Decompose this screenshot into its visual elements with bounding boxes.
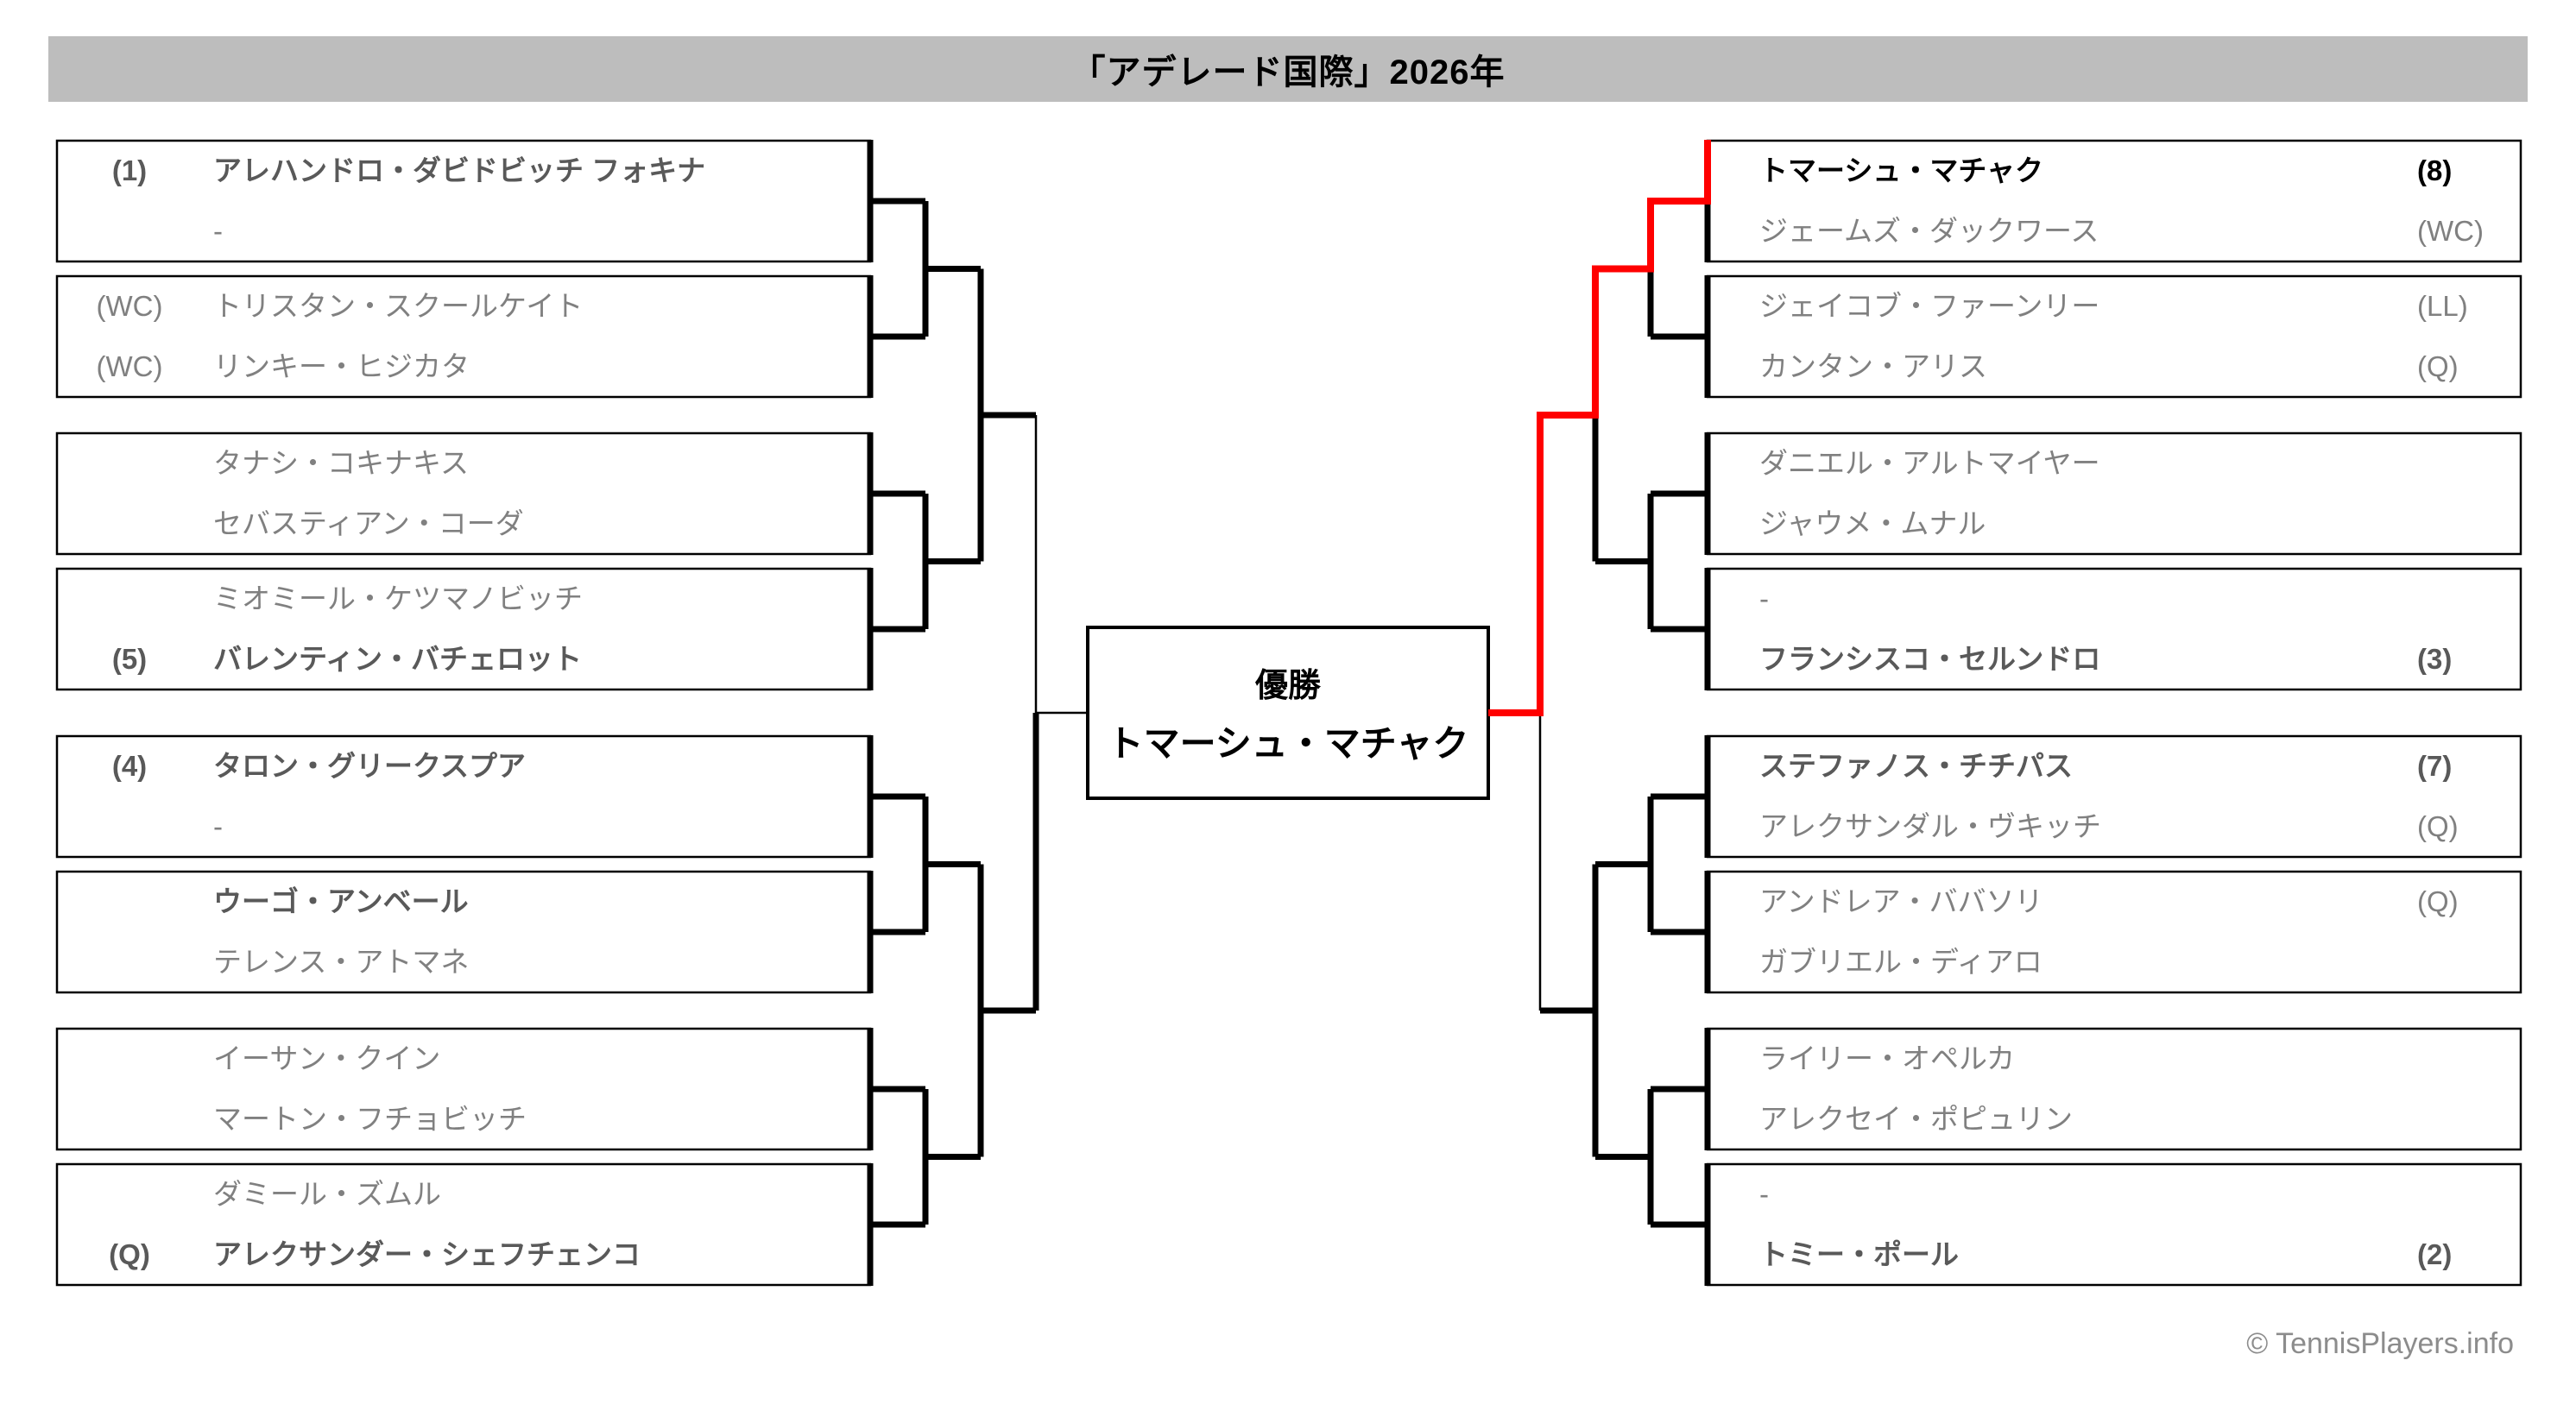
bracket-player-row: - [1708, 1175, 2521, 1213]
seed-tag: (WC) [2417, 215, 2484, 247]
player-name: ダミール・ズムル [213, 1178, 441, 1210]
player-name: アレクサンダー・シェフチェンコ [213, 1238, 641, 1270]
player-name: セバスティアン・コーダ [213, 507, 524, 539]
seed-tag: (1) [111, 154, 148, 186]
bracket-player-row: (WC) ジェームズ・ダックワース [1708, 212, 2521, 250]
player-name: リンキー・ヒジカタ [213, 350, 470, 382]
page-title: 「アデレード国際」2026年 [1070, 54, 1506, 91]
seed-tag: (LL) [2417, 290, 2468, 322]
bracket-player-row: イーサン・クイン [57, 1040, 870, 1078]
bracket-player-row: (Q) アンドレア・ババソリ [1708, 883, 2521, 921]
player-name: アレクセイ・ポピュリン [1759, 1103, 2073, 1135]
bracket-player-row: (3) フランシスコ・セルンドロ [1708, 640, 2521, 678]
player-name: マートン・フチョビッチ [213, 1103, 527, 1135]
player-name: ジャウメ・ムナル [1759, 507, 1986, 539]
bracket-player-row: - [57, 212, 870, 250]
champion-name: トマーシュ・マチャク [1107, 723, 1469, 764]
bracket-player-row: ミオミール・ケツマノビッチ [57, 580, 870, 618]
player-name: イーサン・クイン [213, 1042, 441, 1074]
copyright-footer: © TennisPlayers.info [2246, 1327, 2514, 1360]
bracket-player-row: (Q) アレクサンダル・ヴキッチ [1708, 808, 2521, 846]
player-name: ライリー・オペルカ [1759, 1042, 2016, 1074]
player-name: - [213, 215, 223, 247]
player-name: ジェイコブ・ファーンリー [1759, 290, 2100, 322]
bracket-player-row: マートン・フチョビッチ [57, 1100, 870, 1138]
bracket-player-row: (2) トミー・ポール [1708, 1236, 2521, 1274]
seed-tag: (Q) [109, 1238, 150, 1270]
bracket-player-row: (8) トマーシュ・マチャク [1708, 152, 2521, 190]
bracket-player-row: テレンス・アトマネ [57, 943, 870, 981]
player-name: アレクサンダル・ヴキッチ [1759, 810, 2101, 842]
seed-tag: (7) [2417, 750, 2453, 782]
seed-tag: (Q) [2417, 885, 2459, 917]
player-name: カンタン・アリス [1759, 350, 1987, 382]
player-name: ダニエル・アルトマイヤー [1759, 447, 2100, 479]
player-name: ミオミール・ケツマノビッチ [213, 583, 584, 614]
player-name: テレンス・アトマネ [213, 946, 470, 978]
bracket-player-row: (5) バレンティン・バチェロット [57, 640, 870, 678]
bracket-player-row: ダミール・ズムル [57, 1175, 870, 1213]
bracket-player-row: ライリー・オペルカ [1708, 1040, 2521, 1078]
bracket-player-row: (LL) ジェイコブ・ファーンリー [1708, 287, 2521, 325]
bracket-player-row: ウーゴ・アンベール [57, 883, 870, 921]
seed-tag: (3) [2417, 643, 2453, 675]
bracket-player-row: (Q) カンタン・アリス [1708, 348, 2521, 386]
bracket-player-row: アレクセイ・ポピュリン [1708, 1100, 2521, 1138]
player-name: - [1759, 1178, 1769, 1210]
player-name: トリスタン・スクールケイト [213, 290, 584, 322]
player-name: - [1759, 583, 1769, 614]
seed-tag: (WC) [96, 290, 163, 322]
bracket-player-row: - [57, 808, 870, 846]
bracket-player-row: ガブリエル・ディアロ [1708, 943, 2521, 981]
seed-tag: (8) [2417, 154, 2453, 186]
seed-tag: (4) [111, 750, 148, 782]
bracket-player-row: (7) ステファノス・チチパス [1708, 747, 2521, 785]
bracket-player-row: (1) アレハンドロ・ダビドビッチ フォキナ [57, 152, 870, 190]
player-name: ガブリエル・ディアロ [1759, 946, 2042, 978]
player-name: タナシ・コキナキス [213, 447, 470, 479]
bracket-player-row: (WC) リンキー・ヒジカタ [57, 348, 870, 386]
bracket-player-row: ジャウメ・ムナル [1708, 505, 2521, 543]
player-name: ジェームズ・ダックワース [1759, 215, 2099, 247]
seed-tag: (Q) [2417, 810, 2459, 842]
player-name: フランシスコ・セルンドロ [1759, 643, 2101, 675]
bracket-player-row: - [1708, 580, 2521, 618]
champion-box: 優勝 トマーシュ・マチャク [1088, 627, 1488, 798]
seed-tag: (Q) [2417, 350, 2459, 382]
player-name: アンドレア・ババソリ [1759, 885, 2043, 917]
player-name: トミー・ポール [1759, 1238, 1959, 1270]
title-bar: 「アデレード国際」2026年 [48, 36, 2528, 102]
bracket-player-row: (4) タロン・グリークスプア [57, 747, 870, 785]
seed-tag: (2) [2417, 1238, 2453, 1270]
bracket-player-row: タナシ・コキナキス [57, 444, 870, 482]
bracket-player-row: (WC) トリスタン・スクールケイト [57, 287, 870, 325]
bracket-player-row: セバスティアン・コーダ [57, 505, 870, 543]
bracket-player-row: (Q) アレクサンダー・シェフチェンコ [57, 1236, 870, 1274]
player-name: アレハンドロ・ダビドビッチ フォキナ [213, 154, 706, 186]
player-name: バレンティン・バチェロット [213, 643, 583, 675]
bracket-player-row: ダニエル・アルトマイヤー [1708, 444, 2521, 482]
champion-label: 優勝 [1254, 668, 1321, 704]
seed-tag: (5) [111, 643, 148, 675]
seed-tag: (WC) [96, 350, 163, 382]
player-name: トマーシュ・マチャク [1759, 154, 2044, 186]
player-name: タロン・グリークスプア [213, 750, 527, 782]
player-name: ステファノス・チチパス [1759, 750, 2073, 782]
player-name: - [213, 810, 223, 842]
player-name: ウーゴ・アンベール [213, 885, 469, 917]
